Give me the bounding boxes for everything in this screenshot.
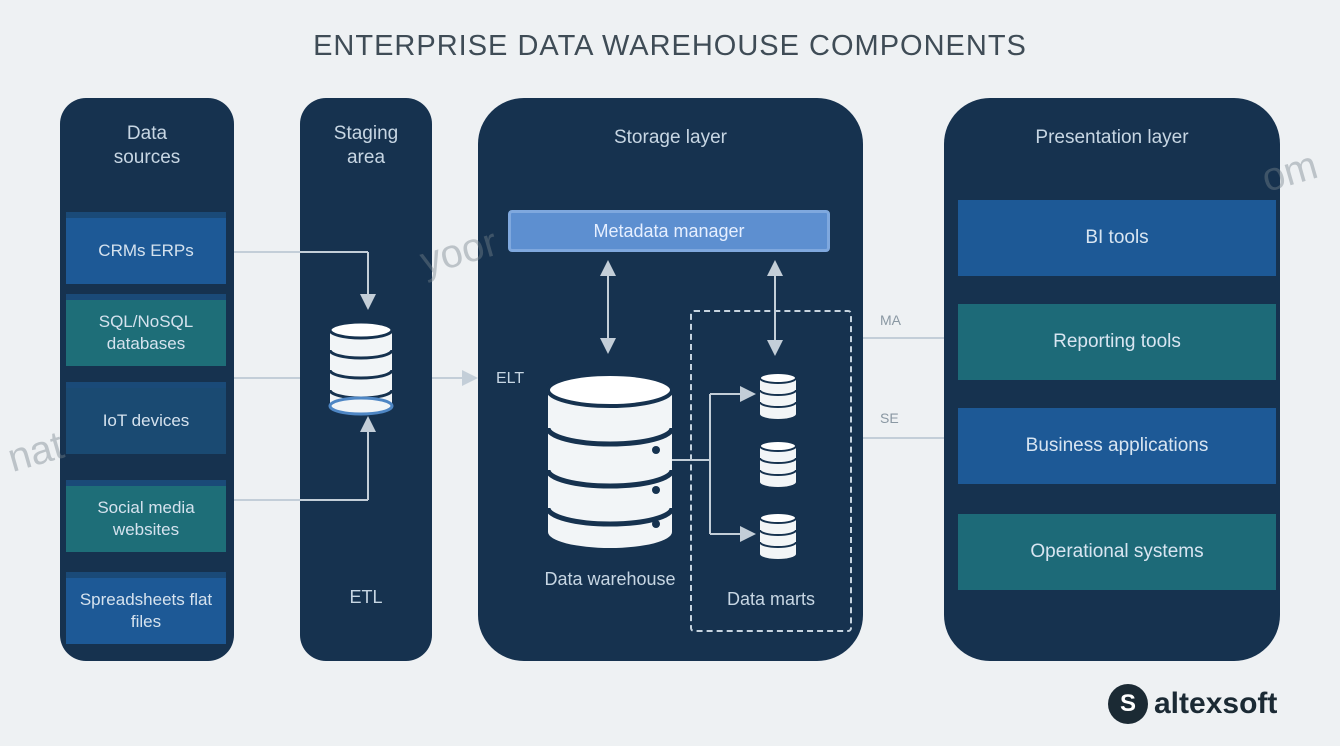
source-iot: IoT devices [66,382,226,454]
operational-systems: Operational systems [958,514,1276,590]
staging-area-title: Staging area [333,123,399,168]
business-applications: Business applications [958,408,1276,484]
staging-database-icon [328,320,394,416]
data-sources-panel: Data sources CRMs ERPs SQL/NoSQL databas… [60,98,234,661]
altexsoft-logo-text: altexsoft [1154,687,1278,720]
storage-to-presentation-lines [863,337,944,439]
source-to-staging-lines [234,251,376,501]
data-marts-label: Data marts [726,589,816,609]
data-warehouse-label: Data warehouse [544,569,676,589]
presentation-layer-panel: Presentation layer BI tools Reporting to… [944,98,1280,661]
etl-label: ETL [349,587,383,607]
data-warehouse-icon [545,372,675,548]
elt-label: ELT [496,370,525,387]
connector-label-upper: MA [880,312,901,328]
altexsoft-logo-icon: S [1108,684,1148,724]
bi-tools: BI tools [958,200,1276,276]
source-databases: SQL/NoSQL databases [66,294,226,366]
source-social-media: Social media websites [66,480,226,552]
metadata-arrows [600,260,783,356]
source-crm-erp: CRMs ERPs [66,212,226,284]
data-mart-icon-3 [759,512,797,559]
data-sources-title: Data sources [113,123,181,168]
presentation-layer-title: Presentation layer [1035,127,1189,148]
metadata-manager: Metadata manager [508,210,830,252]
data-mart-icon-1 [759,372,797,419]
warehouse-to-marts-lines [672,386,756,542]
source-spreadsheets: Spreadsheets flat files [66,572,226,644]
storage-layer-panel: Storage layer Metadata manager ELT Data … [478,98,863,661]
reporting-tools: Reporting tools [958,304,1276,380]
altexsoft-logo: S altexsoft [1108,684,1277,724]
storage-layer-title: Storage layer [613,127,727,148]
data-mart-icon-2 [759,440,797,487]
diagram-title: ENTERPRISE DATA WAREHOUSE COMPONENTS [313,30,1027,62]
connector-label-lower: SE [880,410,899,426]
data-marts-group [690,310,852,632]
